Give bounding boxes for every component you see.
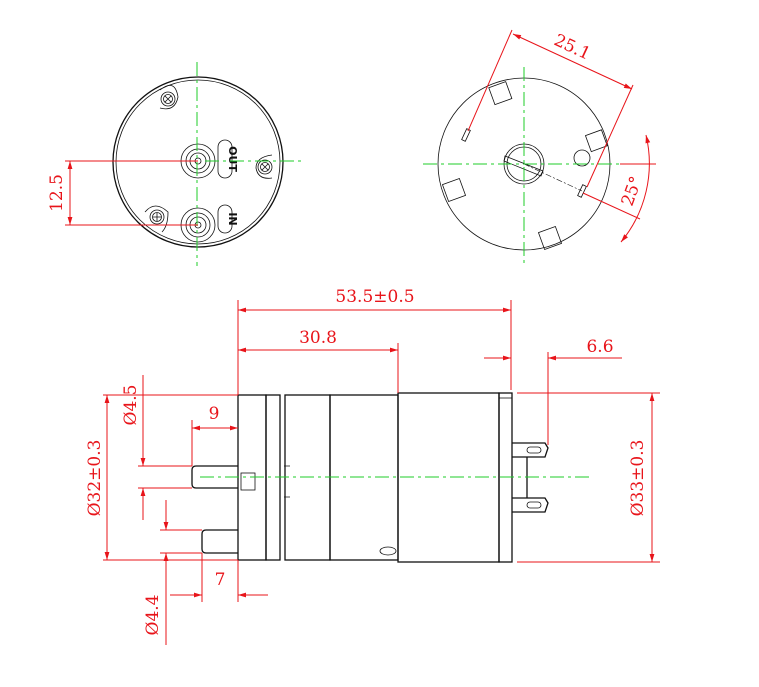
pump-side-view: 53.5±0.5 30.8 6.6 Ø33±0.3 Ø32±0.3 Ø4.5 9 bbox=[85, 287, 660, 645]
pump-head-front-view: OUT IN 12.5 bbox=[47, 62, 302, 266]
head-diameter-dimension: Ø32±0.3 bbox=[85, 440, 105, 517]
screw-icon bbox=[159, 84, 179, 110]
terminal-length-dimension: 6.6 bbox=[586, 337, 613, 357]
outlet-nozzle bbox=[191, 465, 238, 489]
terminal bbox=[512, 497, 549, 513]
outlet-label-pill bbox=[217, 139, 233, 179]
overall-length-dimension: 53.5±0.5 bbox=[335, 287, 414, 307]
notch bbox=[584, 129, 608, 153]
head-length-dimension: 30.8 bbox=[299, 328, 337, 348]
angle-arc bbox=[620, 134, 651, 243]
shaft-slot bbox=[503, 155, 544, 177]
motor-diameter-dimension: Ø33±0.3 bbox=[628, 440, 648, 517]
notch bbox=[488, 81, 513, 106]
notch bbox=[441, 177, 467, 203]
mount-spacing-dimension: 25.1 bbox=[551, 30, 594, 64]
motor-rear-view: 25.1 25° bbox=[423, 29, 656, 264]
outlet-length-dimension: 9 bbox=[209, 404, 220, 424]
inlet-nozzle bbox=[201, 529, 238, 554]
screw-icon bbox=[144, 205, 169, 233]
inlet-length-dimension: 7 bbox=[215, 570, 226, 590]
terminal bbox=[512, 442, 549, 458]
vent-hole bbox=[573, 149, 591, 167]
port-spacing-dimension: 12.5 bbox=[47, 174, 67, 212]
check-valve bbox=[240, 472, 256, 491]
head-outline bbox=[112, 76, 284, 248]
inlet-diameter-dimension: Ø4.4 bbox=[143, 595, 163, 636]
screw-icon bbox=[255, 154, 273, 179]
outlet-label: OUT bbox=[226, 146, 239, 172]
terminal-slot bbox=[461, 128, 471, 142]
notch bbox=[537, 225, 563, 251]
outlet-diameter-dimension: Ø4.5 bbox=[121, 385, 141, 426]
dimension-line bbox=[512, 33, 633, 90]
inlet-label: IN bbox=[226, 212, 239, 225]
inlet-label-pill bbox=[217, 204, 233, 234]
